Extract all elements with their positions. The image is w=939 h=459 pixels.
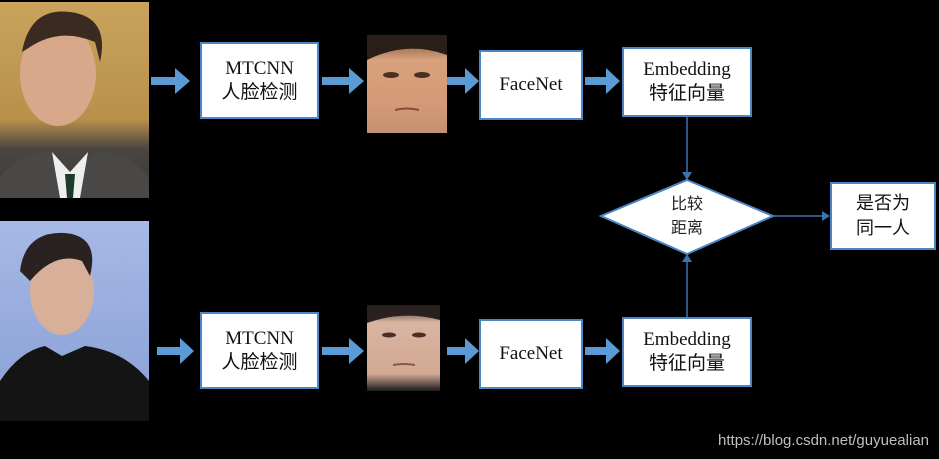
arrowhead-right-icon [822,211,830,221]
person-photo-1 [0,2,149,198]
compare-line1: 比较 [670,194,703,213]
person-silhouette-icon [0,11,149,198]
mtcnn-label: MTCNN [225,327,294,349]
facenet-box-2: FaceNet [479,319,583,389]
result-line2: 同一人 [856,218,910,239]
facenet-label: FaceNet [499,74,563,95]
result-line1: 是否为 [856,193,910,214]
face-crop-1 [367,35,447,133]
embedding-label: Embedding [643,329,731,350]
feature-vector-label: 特征向量 [648,353,725,374]
arrow-right-icon [585,338,620,364]
compare-diamond [598,178,776,256]
embedding-box-1: Embedding 特征向量 [622,47,752,117]
arrowhead-up-icon [682,254,692,262]
mtcnn-label: MTCNN [225,57,294,79]
mtcnn-box-1: MTCNN 人脸检测 [200,42,319,119]
compare-label: 比较 距离 [647,192,727,240]
watermark-url: https://blog.csdn.net/guyuealian [718,432,929,449]
person-photo-2 [0,221,149,421]
face-detection-label: 人脸检测 [221,81,298,103]
face-crop-2 [367,305,440,391]
embedding-box-2: Embedding 特征向量 [622,317,752,387]
person-silhouette-icon [0,232,149,421]
result-box: 是否为 同一人 [830,182,936,250]
compare-line2: 距离 [670,218,703,237]
mtcnn-box-2: MTCNN 人脸检测 [200,312,319,389]
face-detection-label: 人脸检测 [221,351,298,373]
arrowhead-down-icon [682,172,692,180]
embedding-label: Embedding [643,59,731,80]
facenet-box-1: FaceNet [479,50,583,120]
arrow-right-icon [157,338,194,364]
face-icon [367,305,440,366]
arrow-right-icon [585,68,620,94]
arrow-right-icon [322,68,364,94]
arrow-right-icon [447,68,479,94]
arrow-right-icon [151,68,190,94]
arrow-right-icon [322,338,364,364]
arrow-right-icon [447,338,479,364]
facenet-label: FaceNet [499,343,563,364]
face-icon [367,35,447,111]
feature-vector-label: 特征向量 [648,83,725,104]
